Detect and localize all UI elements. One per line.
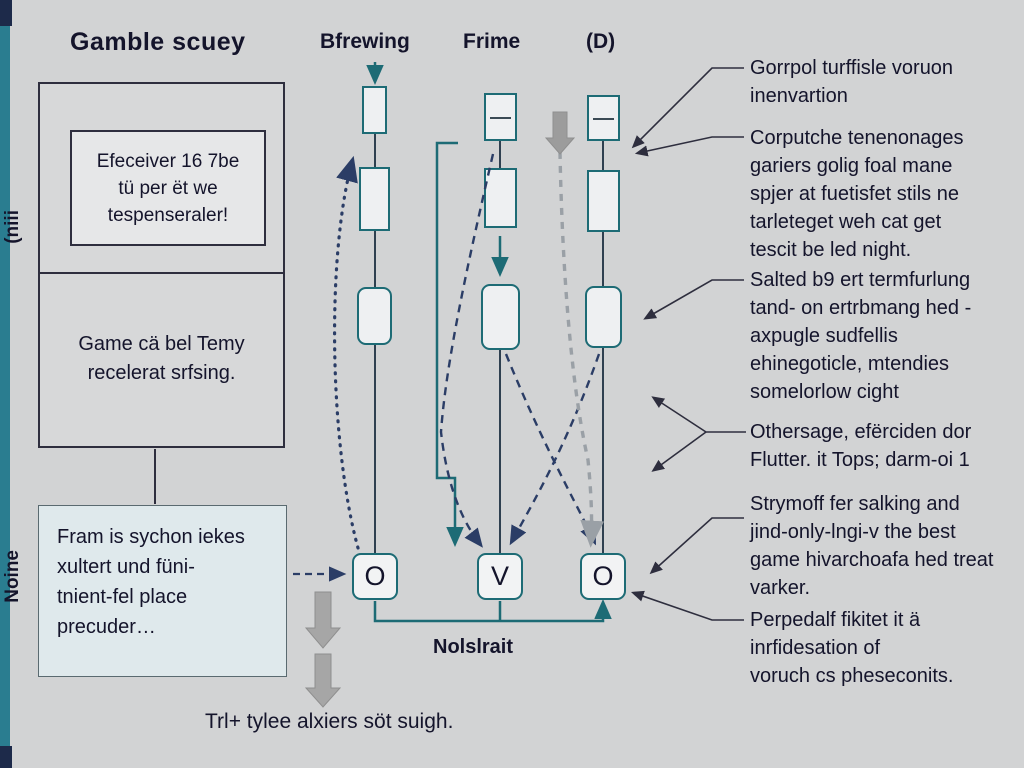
lifeline1-mid-box bbox=[359, 167, 390, 231]
minus-glyph bbox=[593, 118, 614, 120]
left-accent-bar bbox=[0, 0, 10, 768]
node-o-left: O bbox=[352, 553, 398, 600]
bottom-caption: Trl+ tylee alxiers söt suigh. bbox=[205, 710, 454, 733]
lifeline3-mid-box bbox=[587, 170, 620, 232]
node-letter: O bbox=[592, 561, 614, 591]
node-letter: V bbox=[490, 561, 509, 591]
dotted-curve-arrow bbox=[332, 155, 360, 550]
block-down-arrow-icon bbox=[304, 653, 342, 708]
annotation-leaders bbox=[630, 67, 746, 621]
page-title: Gamble scuey bbox=[70, 28, 246, 56]
lifeline3-top-box bbox=[587, 95, 620, 141]
lifeline2-mid-box bbox=[484, 168, 517, 228]
lifeline3-rounded-box bbox=[585, 286, 622, 348]
lifeline2-rounded-box bbox=[481, 284, 520, 350]
gray-block-arrows bbox=[304, 111, 576, 708]
annotation-3: Salted b9 ert termfurlung tand- on ertrb… bbox=[750, 269, 972, 403]
note-box: Fram is sychon iekes xultert und füni- t… bbox=[38, 505, 287, 677]
block-down-arrow-icon bbox=[304, 591, 342, 649]
lifeline2-top-box bbox=[484, 93, 517, 141]
minus-glyph bbox=[490, 117, 511, 119]
node-letter: O bbox=[364, 561, 386, 591]
panel-divider bbox=[40, 272, 283, 274]
node-o-right: O bbox=[580, 553, 626, 600]
annotation-6: Perpedalf fikitet it ä inrfidesation of … bbox=[750, 609, 954, 687]
column-header-brewing: Bfrewing bbox=[320, 30, 410, 53]
dashed-navy-arrows bbox=[293, 153, 601, 582]
sequence-label: Nolslrait bbox=[433, 636, 514, 658]
annotation-2: Corputche tenenonages gariers golig foal… bbox=[750, 127, 964, 261]
column-header-frime: Frime bbox=[463, 30, 521, 53]
accent-cap-top bbox=[0, 0, 12, 26]
side-label-bottom: Noine bbox=[2, 550, 23, 603]
accent-cap-bottom bbox=[0, 746, 12, 768]
panel-lower-text: Game cä bel Temy recelerat srfsing. bbox=[78, 333, 245, 384]
annotation-4: Othersage, efërciden dor Flutter. it Top… bbox=[750, 421, 972, 471]
column-header-d: (D) bbox=[586, 30, 616, 53]
side-label-top: (niii bbox=[2, 210, 23, 244]
annotation-5: Strymoff fer salking and jind-only-lngi-… bbox=[750, 493, 994, 599]
block-down-arrow-icon bbox=[544, 111, 576, 155]
annotation-1: Gorrpol turffisle voruon inenvartion bbox=[750, 57, 954, 107]
receiver-box: Efeceiver 16 7be tü per ët we tespensera… bbox=[70, 130, 266, 246]
lifeline1-top-box bbox=[362, 86, 387, 134]
lifeline1-rounded-box bbox=[357, 287, 392, 345]
node-v-middle: V bbox=[477, 553, 523, 600]
